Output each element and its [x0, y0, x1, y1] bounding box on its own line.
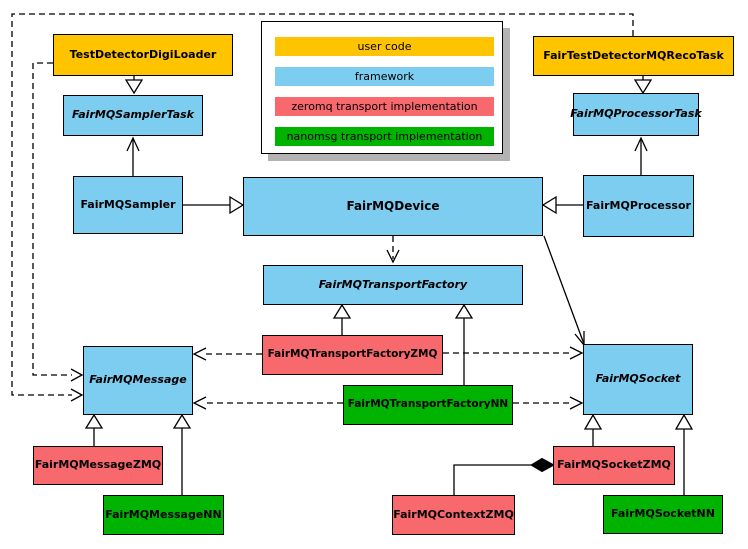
legend-item-framework: framework	[275, 67, 494, 86]
node-fair-mq-transport-factory-zmq: FairMQTransportFactoryZMQ	[262, 335, 443, 375]
node-label: FairMQDevice	[346, 198, 440, 213]
node-label: FairMQMessageNN	[105, 507, 222, 521]
hollow-triangle-arrowhead	[454, 303, 474, 319]
node-label: FairTestDetectorMQRecoTask	[543, 48, 724, 62]
node-label: FairMQTransportFactoryZMQ	[267, 348, 438, 361]
node-fair-mq-message-nn: FairMQMessageNN	[103, 495, 224, 535]
hollow-triangle-arrowhead	[674, 413, 694, 430]
node-fair-test-detector-mq-reco-task: FairTestDetectorMQRecoTask	[533, 36, 734, 76]
node-label: FairMQProcessor	[586, 198, 691, 212]
node-label: FairMQSocket	[595, 372, 681, 386]
edge-device-socket	[543, 235, 585, 345]
node-label: FairMQSocketNN	[611, 507, 715, 521]
open-arrowhead	[70, 368, 84, 382]
hollow-triangle-arrowhead	[229, 195, 245, 215]
node-fair-mq-socket-zmq: FairMQSocketZMQ	[553, 446, 675, 485]
legend-item-nanomsg: nanomsg transport implementation	[275, 127, 494, 146]
node-label: FairMQSocketZMQ	[557, 458, 671, 472]
node-label: FairMQTransportFactory	[318, 277, 468, 291]
node-label: FairMQSampler	[80, 197, 176, 211]
hollow-triangle-arrowhead	[583, 413, 603, 430]
hollow-triangle-arrowhead	[172, 413, 192, 429]
legend-label: framework	[354, 70, 415, 83]
edge-contextzmq-socketzmq	[453, 464, 531, 495]
legend-label: zeromq transport implementation	[291, 100, 478, 113]
node-fair-mq-socket-nn: FairMQSocketNN	[603, 495, 723, 534]
hollow-triangle-arrowhead	[332, 303, 352, 319]
node-fair-mq-processor: FairMQProcessor	[583, 175, 694, 237]
node-label: FairMQSamplerTask	[72, 108, 194, 122]
legend-box: user code framework zeromq transport imp…	[261, 21, 503, 154]
open-arrowhead	[569, 346, 584, 360]
node-fair-mq-transport-factory: FairMQTransportFactory	[263, 265, 523, 305]
node-label: FairMQContextZMQ	[393, 507, 514, 521]
hollow-triangle-arrowhead	[124, 79, 144, 95]
node-test-detector-digi-loader: TestDetectorDigiLoader	[53, 34, 233, 76]
node-fair-mq-message: FairMQMessage	[83, 346, 193, 415]
node-fair-mq-processor-task: FairMQProcessorTask	[570, 93, 702, 136]
hollow-triangle-arrowhead	[541, 195, 557, 215]
filled-diamond	[530, 457, 556, 473]
edge-recotask-message	[11, 13, 634, 396]
node-fair-mq-context-zmq: FairMQContextZMQ	[392, 495, 515, 535]
open-arrowhead	[126, 136, 140, 152]
legend-label: user code	[357, 40, 412, 53]
edge-digiloader-message	[32, 62, 72, 376]
open-arrowhead	[192, 396, 207, 410]
node-label: TestDetectorDigiLoader	[69, 47, 217, 61]
open-arrowhead	[192, 347, 207, 361]
hollow-triangle-arrowhead	[633, 79, 653, 95]
node-fair-mq-socket: FairMQSocket	[583, 344, 693, 415]
open-arrowhead	[634, 136, 648, 152]
open-arrowhead	[70, 388, 84, 402]
node-fair-mq-sampler-task: FairMQSamplerTask	[63, 95, 203, 136]
node-label: FairMQTransportFactoryNN	[347, 398, 509, 411]
node-label: FairMQMessage	[89, 373, 187, 387]
open-arrowhead	[386, 249, 400, 264]
open-arrowhead	[569, 396, 584, 410]
node-fair-mq-transport-factory-nn: FairMQTransportFactoryNN	[343, 385, 513, 425]
node-label: FairMQMessageZMQ	[34, 458, 162, 472]
node-fair-mq-sampler: FairMQSampler	[73, 176, 183, 234]
node-fair-mq-device: FairMQDevice	[243, 177, 543, 236]
legend-label: nanomsg transport implementation	[286, 130, 483, 143]
legend-item-zeromq: zeromq transport implementation	[275, 97, 494, 116]
node-label: FairMQProcessorTask	[570, 107, 702, 121]
node-fair-mq-message-zmq: FairMQMessageZMQ	[33, 446, 163, 485]
legend-item-user-code: user code	[275, 37, 494, 56]
hollow-triangle-arrowhead	[84, 413, 104, 429]
